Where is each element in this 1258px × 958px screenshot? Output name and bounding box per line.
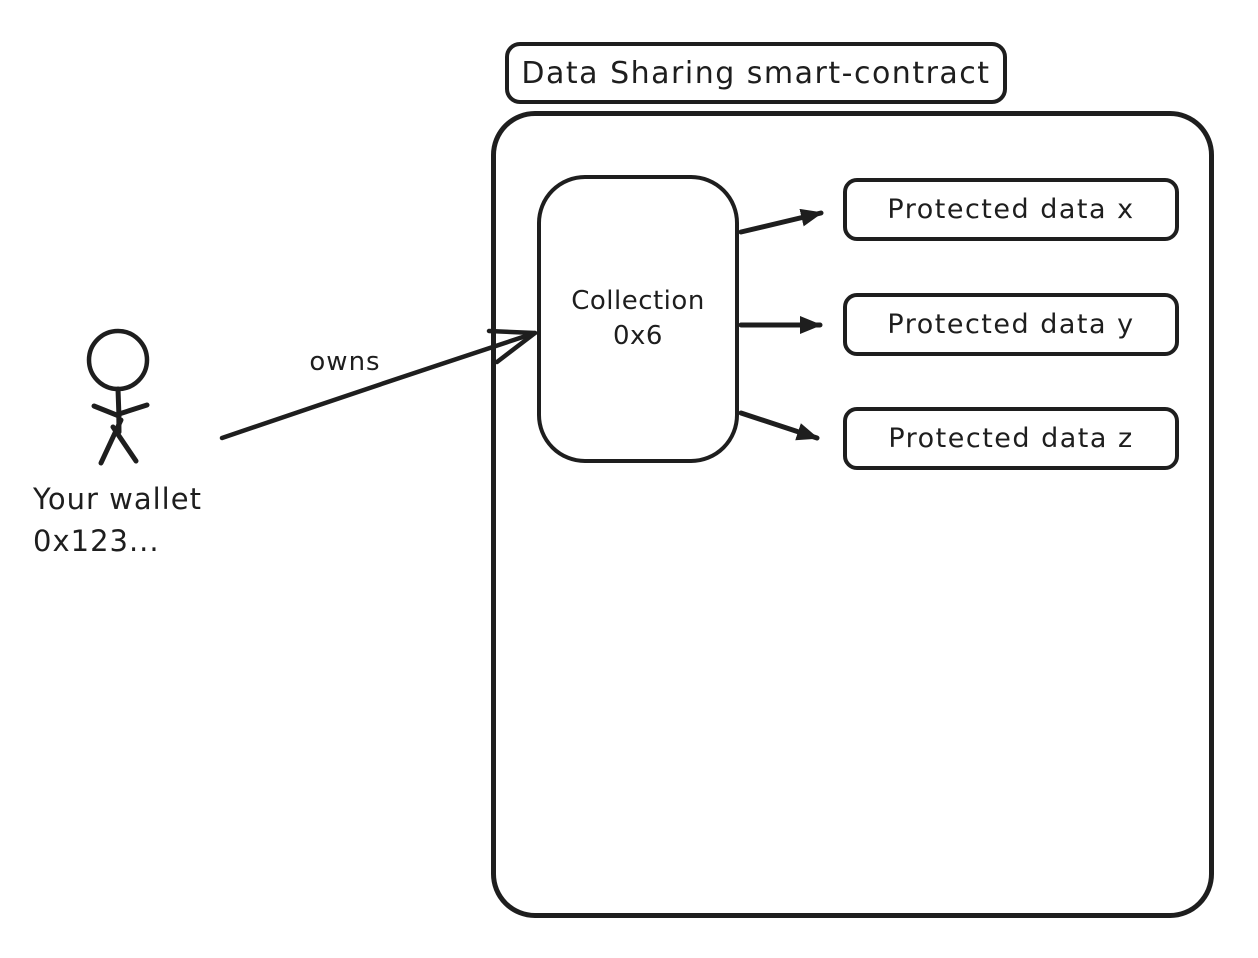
protected-data-y-box: Protected data y <box>843 293 1179 356</box>
wallet-label-line2: 0x123... <box>33 524 160 558</box>
collection-label: Collection 0x6 <box>571 284 705 354</box>
protected-data-y-label: Protected data y <box>887 309 1135 340</box>
person-icon <box>86 328 150 466</box>
wallet-label-line1: Your wallet <box>33 482 202 516</box>
wallet-label: Your wallet 0x123... <box>33 478 202 562</box>
smart-contract-title-box: Data Sharing smart-contract <box>505 42 1007 104</box>
protected-data-z-box: Protected data z <box>843 407 1179 470</box>
collection-box: Collection 0x6 <box>537 175 739 463</box>
protected-data-z-label: Protected data z <box>888 423 1134 454</box>
owns-arrow-label: owns <box>309 347 381 377</box>
protected-data-x-label: Protected data x <box>887 194 1135 225</box>
collection-label-line2: 0x6 <box>613 321 663 351</box>
collection-label-line1: Collection <box>571 286 705 316</box>
protected-data-x-box: Protected data x <box>843 178 1179 241</box>
smart-contract-title: Data Sharing smart-contract <box>521 55 991 91</box>
